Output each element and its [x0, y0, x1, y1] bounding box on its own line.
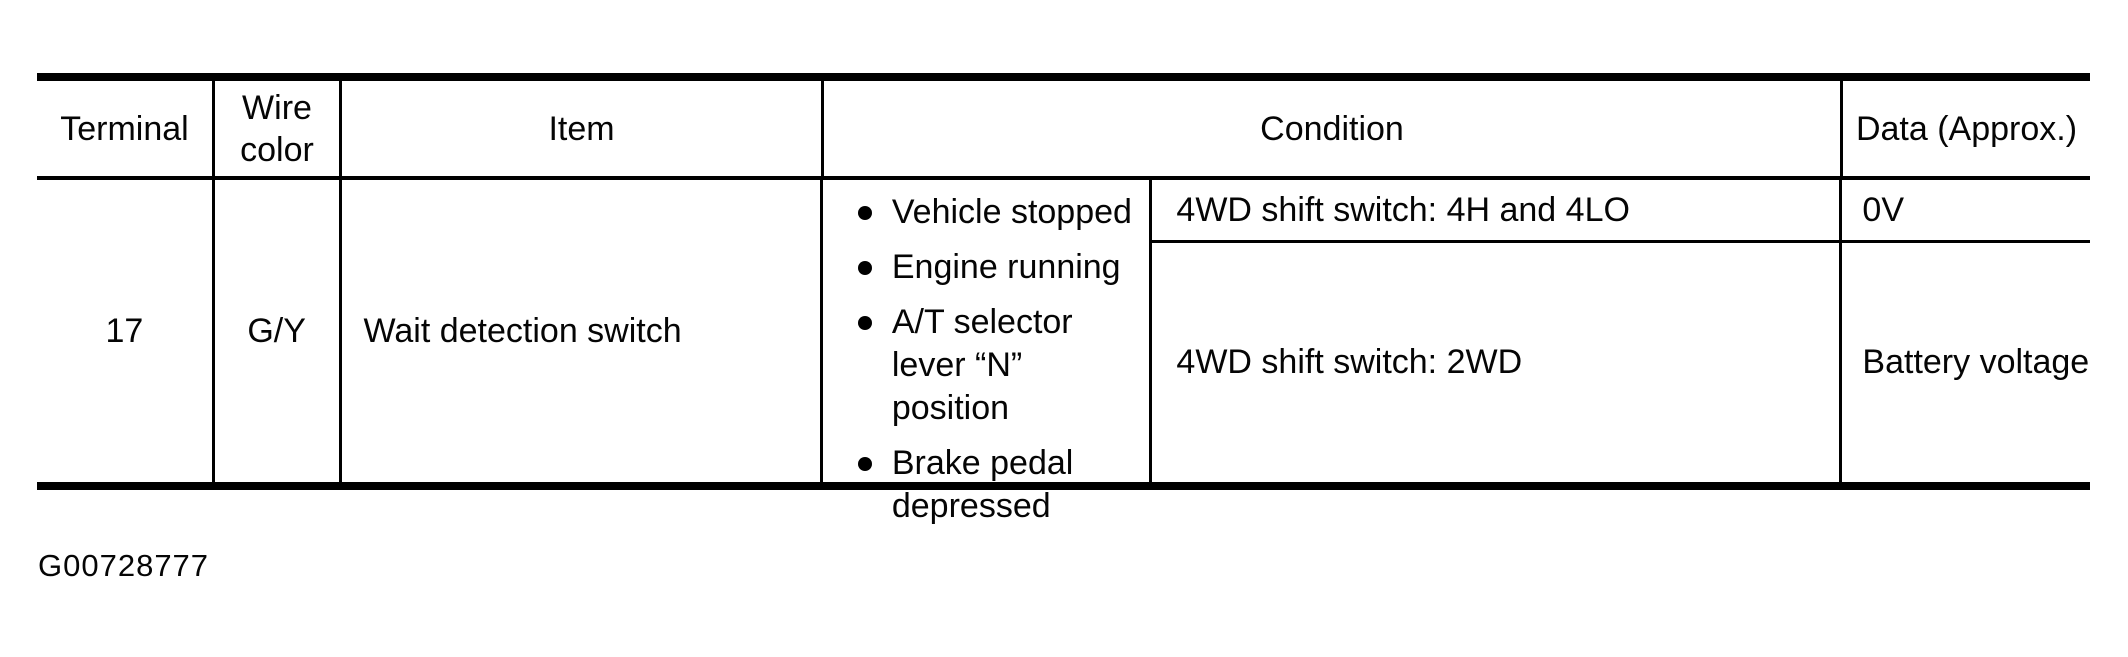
case-data-cell: Battery voltage	[1839, 243, 2090, 482]
header-data-approx: Data (Approx.)	[1840, 81, 2090, 176]
item-cell: Wait detection switch	[338, 180, 820, 482]
bullet-icon	[857, 261, 872, 275]
bullet-icon	[857, 457, 872, 471]
header-wire-color: Wire color	[212, 81, 339, 176]
header-wire-color-label: Wire color	[240, 88, 314, 169]
case-row-2wd: 4WD shift switch: 2WD Battery voltage	[1152, 243, 2090, 482]
condition-bullet-at-selector: A/T selector lever “N” position	[857, 301, 1142, 430]
header-condition: Condition	[821, 81, 1840, 176]
wire-color-cell: G/Y	[211, 180, 339, 482]
terminal-spec-table: Terminal Wire color Item Condition Data …	[37, 73, 2090, 525]
header-terminal: Terminal	[60, 109, 189, 148]
bullet-icon	[857, 316, 872, 330]
terminal-number-cell: 17	[105, 312, 144, 350]
case-condition-cell: 4WD shift switch: 4H and 4LO	[1176, 190, 1630, 229]
header-item: Item	[339, 81, 821, 176]
table-row: 17 G/Y Wait detection switch Vehicle sto…	[37, 180, 2090, 525]
case-condition-cell: 4WD shift switch: 2WD	[1176, 343, 1523, 381]
condition-bullet-vehicle-stopped: Vehicle stopped	[857, 191, 1142, 234]
table-header-row: Terminal Wire color Item Condition Data …	[37, 81, 2090, 180]
condition-case-rows: 4WD shift switch: 4H and 4LO 0V 4WD shif…	[1149, 180, 2090, 482]
condition-bullet-engine-running: Engine running	[857, 246, 1142, 289]
condition-bullet-list: Vehicle stopped Engine running A/T selec…	[819, 180, 1150, 525]
case-data-cell: 0V	[1839, 180, 2090, 240]
bullet-icon	[857, 206, 872, 220]
case-row-4h-4lo: 4WD shift switch: 4H and 4LO 0V	[1152, 180, 2090, 243]
figure-id-label: G00728777	[38, 548, 210, 583]
condition-bullet-brake-pedal: Brake pedal depressed	[857, 442, 1142, 528]
